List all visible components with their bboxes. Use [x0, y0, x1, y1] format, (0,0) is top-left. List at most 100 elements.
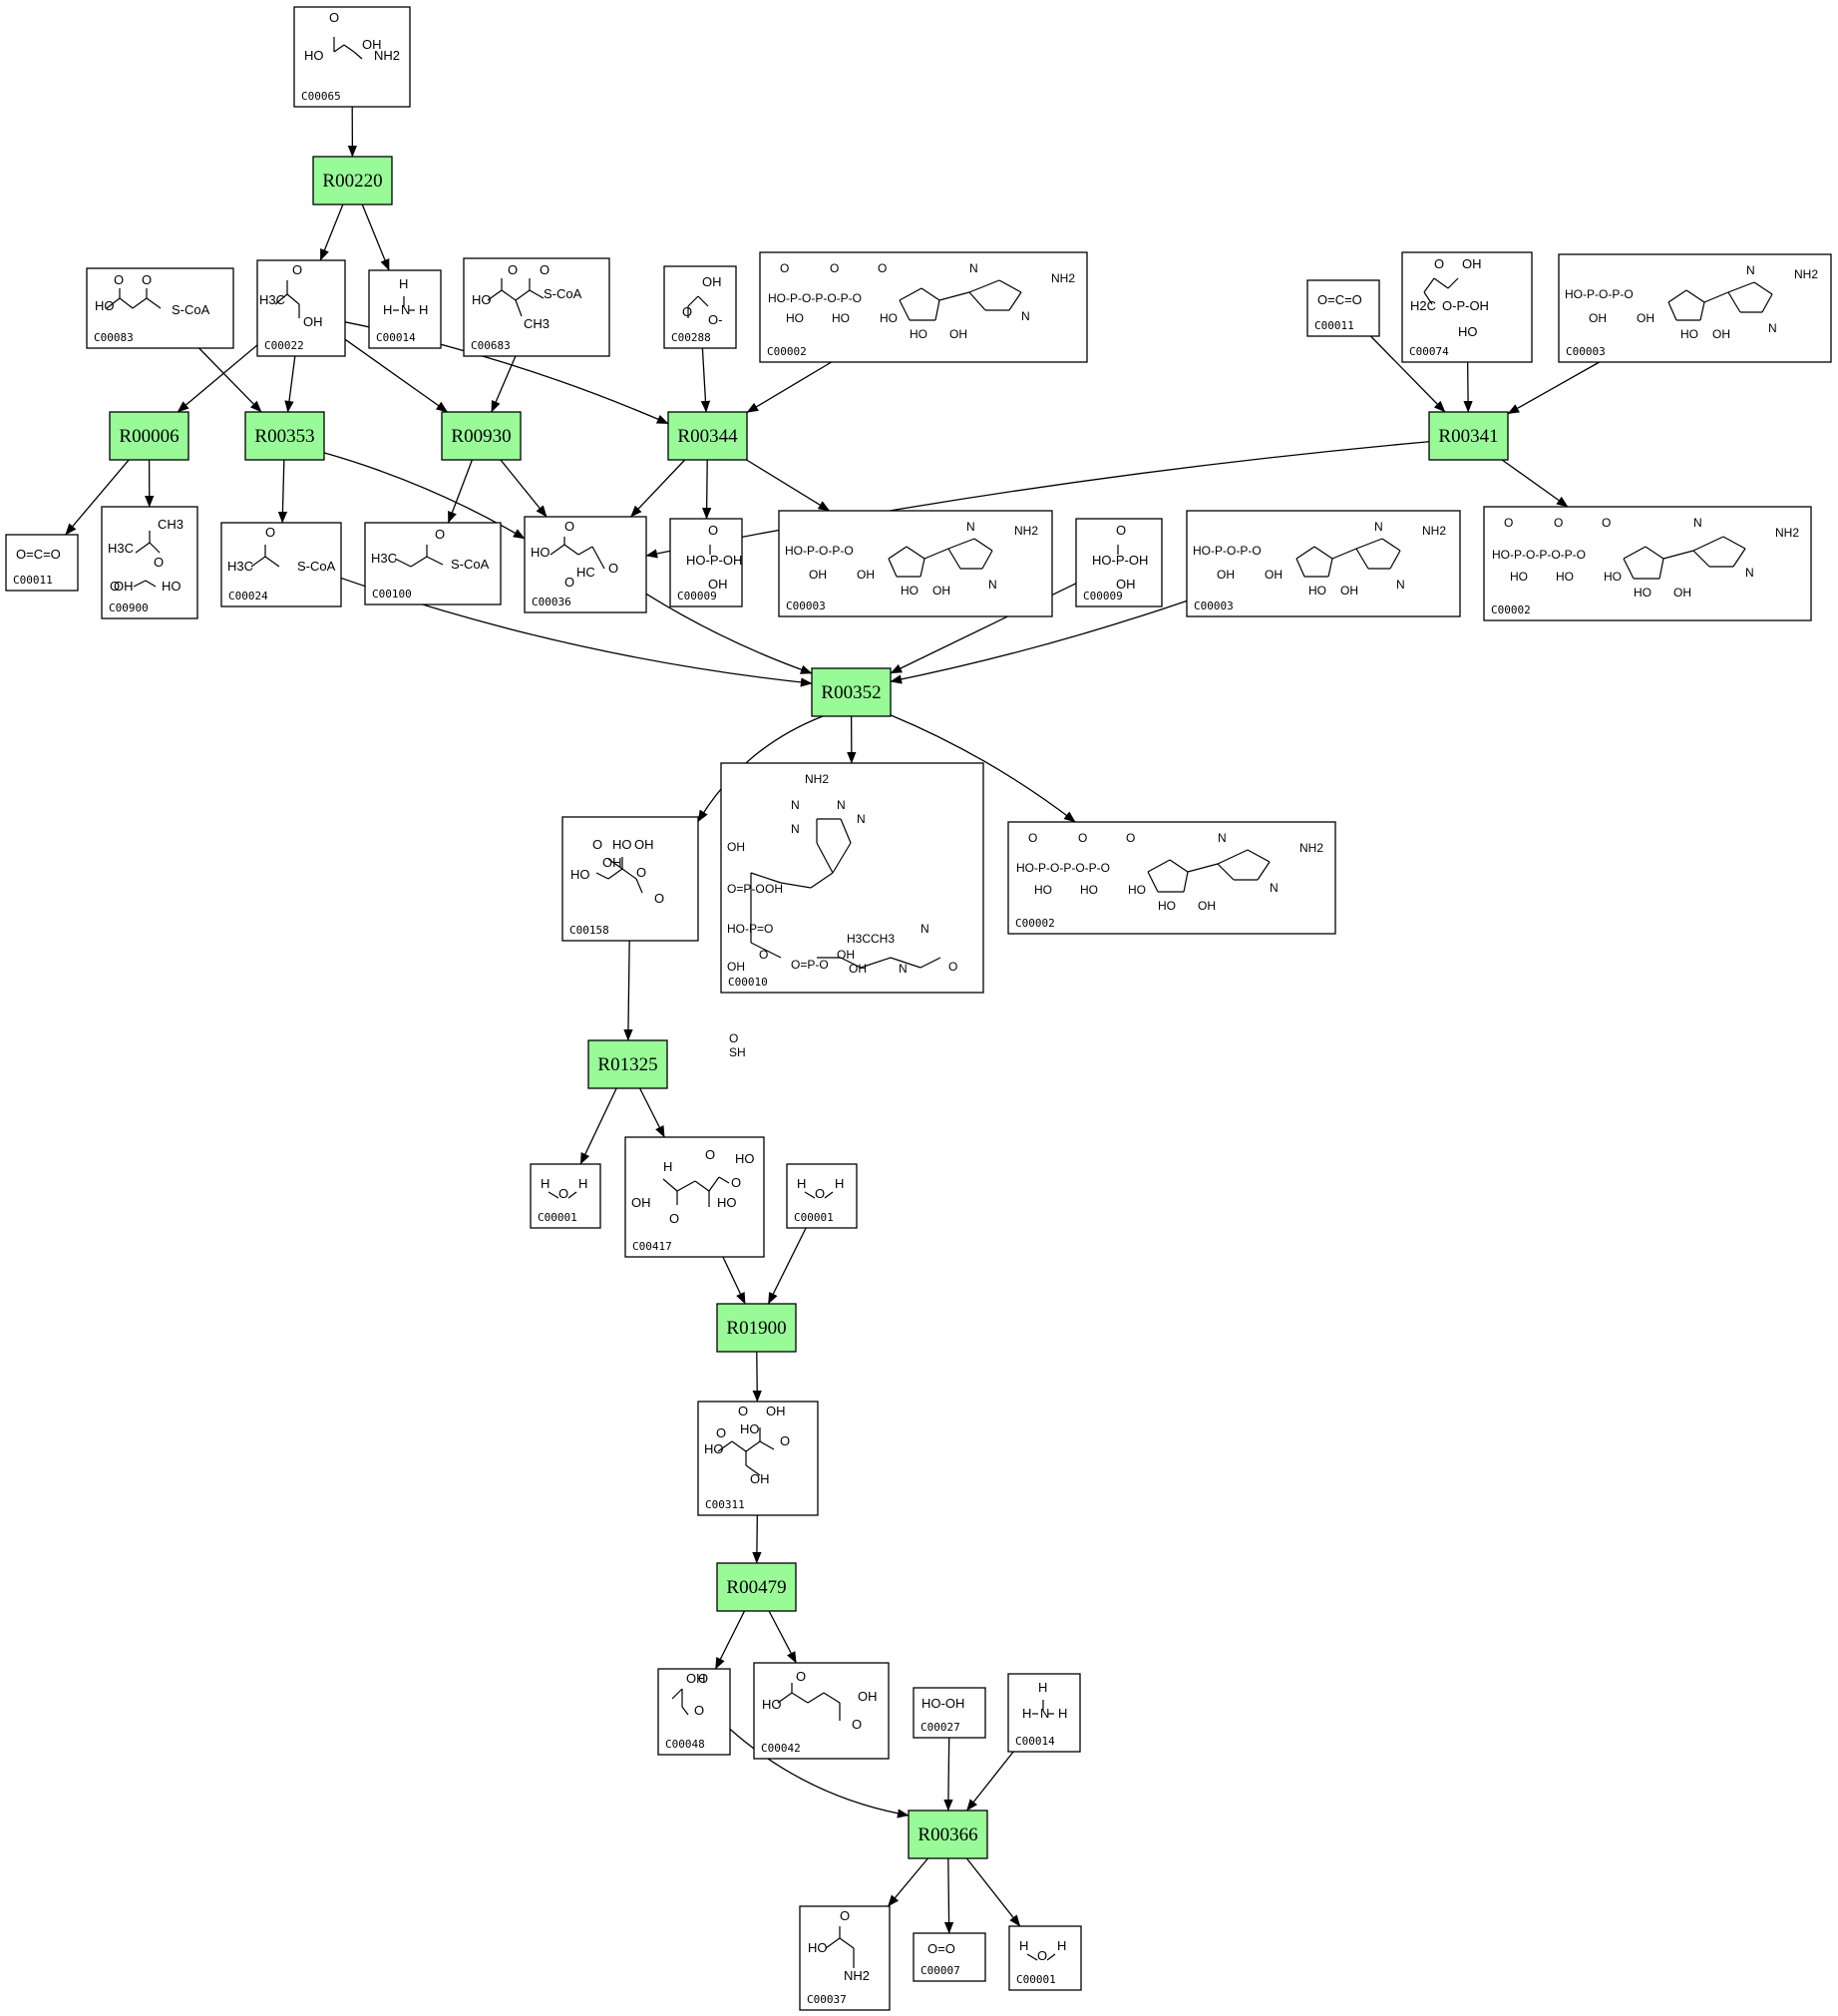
structure-atom-label: OH	[766, 1404, 786, 1418]
structure-atom-label: OH	[857, 568, 875, 582]
structure-atom-label: OH	[727, 840, 745, 854]
reaction-node-r01900[interactable]: R01900	[716, 1303, 797, 1353]
structure-atom-label: OH	[303, 314, 323, 329]
reaction-node-r00344[interactable]: R00344	[667, 411, 748, 461]
edge-R00220-to-c00014a	[361, 203, 390, 271]
reaction-node-r00930[interactable]: R00930	[441, 411, 522, 461]
structure-atom-label: HO	[901, 584, 919, 598]
reaction-node-r00353[interactable]: R00353	[244, 411, 325, 461]
compound-box	[5, 534, 79, 592]
reaction-node-r01325[interactable]: R01325	[587, 1039, 668, 1089]
compound-box	[561, 816, 699, 942]
structure-atom-label: HO	[1080, 883, 1098, 897]
edge-R00341-to-c00036	[645, 441, 1430, 559]
edge-c00288-to-R00344	[700, 347, 711, 413]
compound-id-label: C00037	[807, 1993, 847, 2006]
structure-atom-label: OH	[932, 584, 950, 598]
structure-atom-label: OH	[849, 962, 867, 976]
structure-atom-label: S-CoA	[297, 559, 336, 574]
compound-id-label: C00003	[1194, 600, 1234, 612]
structure-atom-label: HO	[786, 311, 804, 325]
structure-bonds	[1667, 281, 1773, 321]
compound-id-label: C00036	[532, 596, 571, 608]
compound-box	[1075, 518, 1163, 607]
compound-box	[463, 257, 610, 357]
structure-atom-label: HO	[1604, 570, 1622, 584]
compound-box	[1306, 279, 1380, 337]
compound-id-label: C00011	[13, 574, 53, 587]
structure-atom-label: H	[399, 276, 408, 291]
reaction-node-r00006[interactable]: R00006	[109, 411, 189, 461]
reaction-node-r00366[interactable]: R00366	[908, 1810, 988, 1859]
compound-id-label: C00100	[372, 588, 412, 601]
compound-id-label: C00002	[767, 345, 807, 358]
structure-atom-label: OH	[1673, 586, 1691, 600]
compound-box	[256, 259, 346, 357]
structure-atom-label: O	[815, 1186, 825, 1201]
reaction-box	[244, 411, 325, 461]
structure-atom-label: HO	[1128, 883, 1146, 897]
compound-box	[697, 1401, 819, 1516]
structure-atom-label: HO-P-O-P-O-P-O	[1016, 861, 1110, 875]
reaction-node-r00479[interactable]: R00479	[716, 1562, 797, 1612]
edge-c00683-to-R00930	[491, 355, 517, 413]
edge-c00011a-to-R00341	[1369, 335, 1446, 413]
reaction-node-r00341[interactable]: R00341	[1428, 411, 1509, 461]
structure-atom-label: O	[540, 262, 550, 277]
compound-id-label: C00288	[671, 331, 711, 344]
compound-id-label: C00311	[705, 1498, 745, 1511]
reaction-label: R00353	[254, 426, 314, 447]
structure-atom-label: O	[840, 1908, 850, 1923]
structure-atom-label: HO	[95, 298, 115, 313]
structure-atom-label: O	[110, 579, 120, 594]
structure-atom-label: S-CoA	[172, 302, 210, 317]
compound-box	[364, 522, 502, 605]
structure-atom-label: O	[948, 960, 957, 974]
reaction-label: R00006	[119, 426, 179, 447]
compound-box	[913, 1932, 986, 1982]
structure-atom-label: HO	[740, 1421, 760, 1436]
structure-bonds	[550, 537, 605, 570]
compound-box	[1483, 506, 1812, 621]
reaction-node-r00352[interactable]: R00352	[811, 667, 892, 717]
reaction-label: R00366	[918, 1824, 977, 1845]
structure-atom-label: NH2	[1299, 841, 1323, 855]
structure-atom-label: O	[759, 948, 768, 962]
reaction-node-r00220[interactable]: R00220	[312, 156, 393, 205]
structure-bonds	[777, 1683, 841, 1721]
